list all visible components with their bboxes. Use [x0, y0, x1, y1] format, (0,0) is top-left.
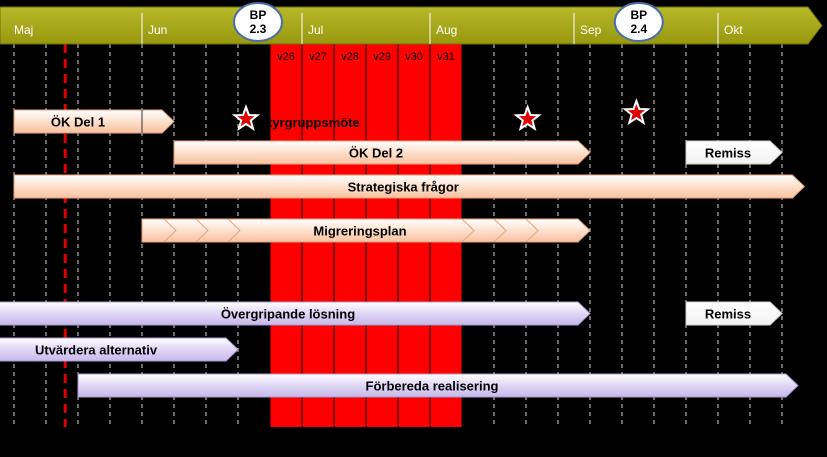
task-bar: Remiss — [685, 140, 783, 165]
task-bar-shape — [0, 337, 239, 362]
star-layer — [231, 98, 651, 132]
milestone-label-line2: 2.4 — [630, 22, 647, 36]
task-bar-label: Remiss — [705, 307, 751, 322]
milestone-label-line1: BP — [630, 8, 647, 22]
task-bar-shape — [173, 140, 591, 165]
week-label: v28 — [341, 51, 359, 63]
week-label: v29 — [373, 51, 391, 63]
month-label: Aug — [436, 23, 457, 37]
milestone-badge: BP2.3 — [233, 2, 283, 42]
month-header: Maj Jun Jul Aug Sep Okt — [0, 6, 823, 45]
task-bar-label: Migreringsplan — [313, 224, 406, 239]
chevron-mark — [163, 218, 177, 243]
month-label: Jun — [148, 23, 167, 37]
week-label: v31 — [437, 51, 455, 63]
task-bar: Förbereda realisering — [77, 373, 799, 398]
task-bar: Strategiska frågor — [13, 174, 806, 199]
task-bar-shape — [141, 218, 591, 243]
milestone-ellipse — [613, 2, 664, 42]
week-label: v27 — [309, 51, 327, 63]
task-bar-shape — [0, 301, 591, 326]
milestone-label-line2: 2.3 — [250, 22, 267, 36]
task-bar: ÖK Del 2 — [173, 140, 591, 165]
chevron-mark — [195, 218, 209, 243]
task-bar: Utvärdera alternativ — [0, 337, 239, 362]
task-bar-label: Remiss — [705, 146, 751, 161]
task-bar: Migreringsplan — [141, 218, 591, 243]
week-labels: v26 v27 v28 v29 v30 v31 — [277, 51, 455, 63]
milestone-label-line1: BP — [250, 8, 267, 22]
month-label: Okt — [724, 23, 743, 37]
task-bar-label: Förbereda realisering — [366, 379, 499, 394]
milestone-badge: BP2.4 — [613, 2, 664, 42]
task-bar: Remiss — [685, 301, 783, 326]
star-icon — [513, 104, 542, 132]
task-bar: Övergripande lösning — [0, 301, 591, 326]
task-bar-shape — [13, 174, 806, 199]
star-icon — [231, 104, 261, 132]
task-bar-label: ÖK Del 1 — [51, 115, 105, 130]
week-label: v26 — [277, 51, 295, 63]
task-bar-label: Strategiska frågor — [348, 180, 459, 195]
task-bar-label: ÖK Del 2 — [349, 146, 403, 161]
task-bar-shape — [685, 140, 783, 165]
chevron-mark — [493, 218, 507, 243]
star-icon — [622, 98, 651, 126]
task-bar-shape — [77, 373, 799, 398]
month-label: Sep — [580, 23, 602, 37]
task-bar: ÖK Del 1 — [13, 109, 175, 134]
task-bar-label: Övergripande lösning — [221, 307, 355, 322]
chevron-mark — [525, 218, 539, 243]
chevron-mark — [461, 218, 475, 243]
task-bar-shape — [685, 301, 783, 326]
chevron-mark — [227, 218, 241, 243]
task-bar-label: Utvärdera alternativ — [35, 343, 158, 358]
star-caption: tyrgruppsmöte — [268, 115, 360, 130]
milestone-ellipse — [233, 2, 283, 42]
month-label: Maj — [14, 23, 33, 37]
month-header-arrow — [0, 6, 823, 45]
month-labels: Maj Jun Jul Aug Sep Okt — [14, 13, 743, 44]
task-bar-shape — [13, 109, 175, 134]
week-label: v30 — [405, 51, 423, 63]
month-label: Jul — [308, 23, 323, 37]
